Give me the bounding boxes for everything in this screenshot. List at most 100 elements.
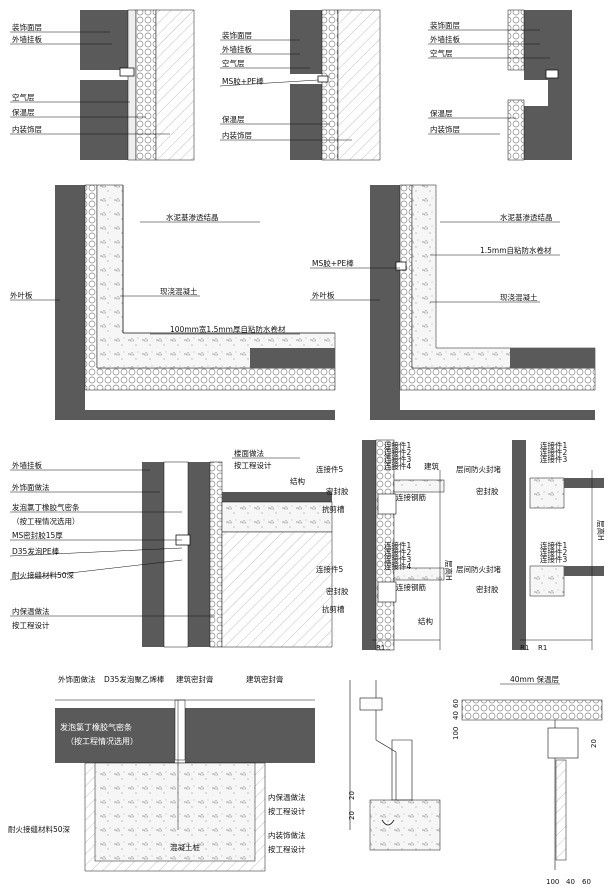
detail-11-dimension: 20 (590, 739, 598, 748)
detail-8-label: 密封胶 (476, 486, 499, 496)
detail-7-label: 密封胶 (326, 586, 349, 596)
detail-7-label: 连接件1 (384, 540, 411, 550)
detail-5-label: 外叶板 (312, 290, 335, 300)
detail-7-label: R1 (376, 644, 385, 652)
detail-7-label: 密封胶 (326, 486, 349, 496)
detail-2-label: 装饰面层 (222, 30, 252, 40)
detail-7-label: 连接件3 (384, 554, 411, 564)
detail-9-label: 内保温做法 (268, 792, 306, 802)
detail-7-label: 连接钢筋 (396, 492, 426, 502)
detail-7-connection-section: 连接件1 连接件2 连接件3 连接件4 建筑 连接件5 密封胶 连接钢筋 抗剪槽… (316, 439, 454, 652)
detail-1-panel-joint: 装饰面层 外墙挂板 空气层 保温层 内装饰层 (10, 9, 195, 161)
detail-8-label: 连接件3 (540, 454, 567, 464)
detail-9-label: 外饰面做法 (58, 674, 96, 684)
detail-11-dimension: 100 (546, 878, 559, 886)
detail-4-label: 现浇混凝土 (160, 286, 198, 296)
detail-7-label: 结构 (418, 616, 433, 626)
detail-11-label: 40mm 保温层 (510, 675, 560, 684)
detail-8-label: 层间防火封堵 (456, 564, 501, 574)
detail-4-label: 水泥基渗透结晶 (166, 212, 219, 222)
detail-5-label: 水泥基渗透结晶 (500, 212, 553, 222)
detail-7-label: 层高H (444, 560, 454, 581)
detail-7-label: 抗剪槽 (322, 604, 345, 614)
detail-7-label: 连接件2 (384, 447, 411, 457)
detail-10-window-section: 20 20 (348, 680, 441, 851)
detail-11-dimension: 40 (452, 711, 460, 720)
detail-6-label: 内保温做法 (12, 606, 50, 616)
detail-5-corner-section: 水泥基渗透结晶 MS胶+PE棒 1.5mm自粘防水卷材 外叶板 现浇混凝土 (310, 184, 596, 420)
detail-6-label: 发泡氯丁橡胶气密条 (12, 502, 80, 512)
detail-6-label: 耐火接缝材料50深 (12, 570, 75, 580)
detail-11-dimension: 40 (566, 878, 575, 886)
detail-8-label: 连接件1 (540, 540, 567, 550)
detail-6-label: 按工程设计 (234, 460, 272, 470)
detail-3-label: 保温层 (430, 109, 453, 118)
detail-8-label: 连接件1 (540, 440, 567, 450)
detail-8-label: 层间防火封堵 (456, 464, 501, 474)
detail-9-label: 建筑密封膏 (176, 674, 214, 684)
detail-9-label: 混凝土桩 (170, 842, 200, 852)
detail-3-label: 空气层 (430, 48, 453, 58)
detail-9-label: （按工程情况选用） (66, 736, 138, 746)
detail-1-label: 外墙挂板 (12, 34, 42, 44)
detail-9-label: D35发泡聚乙烯棒 (104, 674, 165, 684)
detail-2-label: MS胶+PE棒 (222, 76, 264, 86)
detail-2-label: 保温层 (222, 115, 245, 124)
detail-6-label: 外墙挂板 (12, 460, 42, 470)
detail-3-label: 内装饰层 (430, 124, 460, 134)
detail-2-label: 外墙挂板 (222, 44, 252, 54)
detail-11-dimension: 60 (582, 878, 591, 886)
detail-5-label: 现浇混凝土 (500, 292, 538, 302)
detail-7-label: 连接件4 (384, 561, 411, 571)
detail-7-label: 建筑 (424, 461, 439, 471)
detail-2-label: 内装饰层 (222, 130, 252, 140)
detail-2-label: 空气层 (222, 58, 245, 68)
detail-6-label: 外饰面做法 (12, 482, 50, 492)
detail-6-label: MS密封胶15厚 (12, 530, 63, 540)
detail-8-label: R1 (520, 644, 529, 652)
detail-3-label: 装饰面层 (430, 20, 460, 30)
detail-7-label: 连接件2 (384, 547, 411, 557)
detail-4-label: 外叶板 (10, 290, 33, 300)
detail-8-label: 连接件2 (540, 547, 567, 557)
detail-7-label: 连接件5 (316, 464, 343, 474)
detail-9-label: 建筑密封膏 (246, 674, 284, 684)
detail-9-label: 按工程设计 (268, 844, 306, 854)
detail-8-label: 密封胶 (476, 584, 499, 594)
detail-4-label: 100mm宽1.5mm厚自粘防水卷材 (170, 324, 286, 334)
detail-11-insulation-section: 40mm 保温层 100 40 60 20 100 40 60 (452, 675, 603, 886)
detail-1-label: 保温层 (12, 108, 35, 117)
detail-5-label: MS胶+PE棒 (312, 258, 354, 268)
detail-7-label: 连接件5 (316, 564, 343, 574)
detail-9-label: 耐火接缝材料50深 (8, 824, 71, 834)
detail-7-label: 连接件1 (384, 440, 411, 450)
detail-6-label: （按工程情况选用） (12, 516, 80, 526)
detail-11-dimension: 100 (452, 727, 460, 740)
detail-10-dimension: 20 (348, 811, 356, 820)
detail-3-label: 外墙挂板 (430, 34, 460, 44)
detail-1-label: 空气层 (12, 92, 35, 102)
detail-6-label: 楼面做法 (234, 448, 264, 458)
detail-6-label: 结构 (290, 476, 305, 486)
detail-8-label: 连接件2 (540, 447, 567, 457)
detail-6-label: D35发泡PE棒 (12, 546, 60, 556)
detail-11-dimension: 60 (452, 699, 460, 708)
detail-5-label: 1.5mm自粘防水卷材 (480, 245, 552, 255)
detail-1-label: 内装饰层 (12, 124, 42, 134)
detail-4-corner-section: 水泥基渗透结晶 外叶板 现浇混凝土 100mm宽1.5mm厚自粘防水卷材 (10, 184, 336, 420)
detail-2-panel-joint: 装饰面层 外墙挂板 空气层 MS胶+PE棒 保温层 内装饰层 (219, 9, 381, 161)
detail-7-label: 连接件3 (384, 454, 411, 464)
detail-9-label: 发泡氯丁橡胶气密条 (60, 722, 132, 732)
detail-8-label: 连接件3 (540, 554, 567, 564)
detail-9-label: 内装饰做法 (268, 830, 306, 840)
detail-7-label: 连接钢筋 (396, 582, 426, 592)
detail-10-dimension: 20 (348, 791, 356, 800)
detail-6-label: 按工程设计 (12, 620, 50, 630)
detail-9-label: 按工程设计 (268, 806, 306, 816)
detail-7-label: 抗剪槽 (322, 504, 345, 514)
detail-8-label: R1 (538, 644, 547, 652)
detail-7-label: 连接件4 (384, 461, 411, 471)
detail-3-panel-joint: 装饰面层 外墙挂板 空气层 保温层 内装饰层 (428, 9, 572, 161)
detail-8-label: 层高H (596, 520, 606, 541)
